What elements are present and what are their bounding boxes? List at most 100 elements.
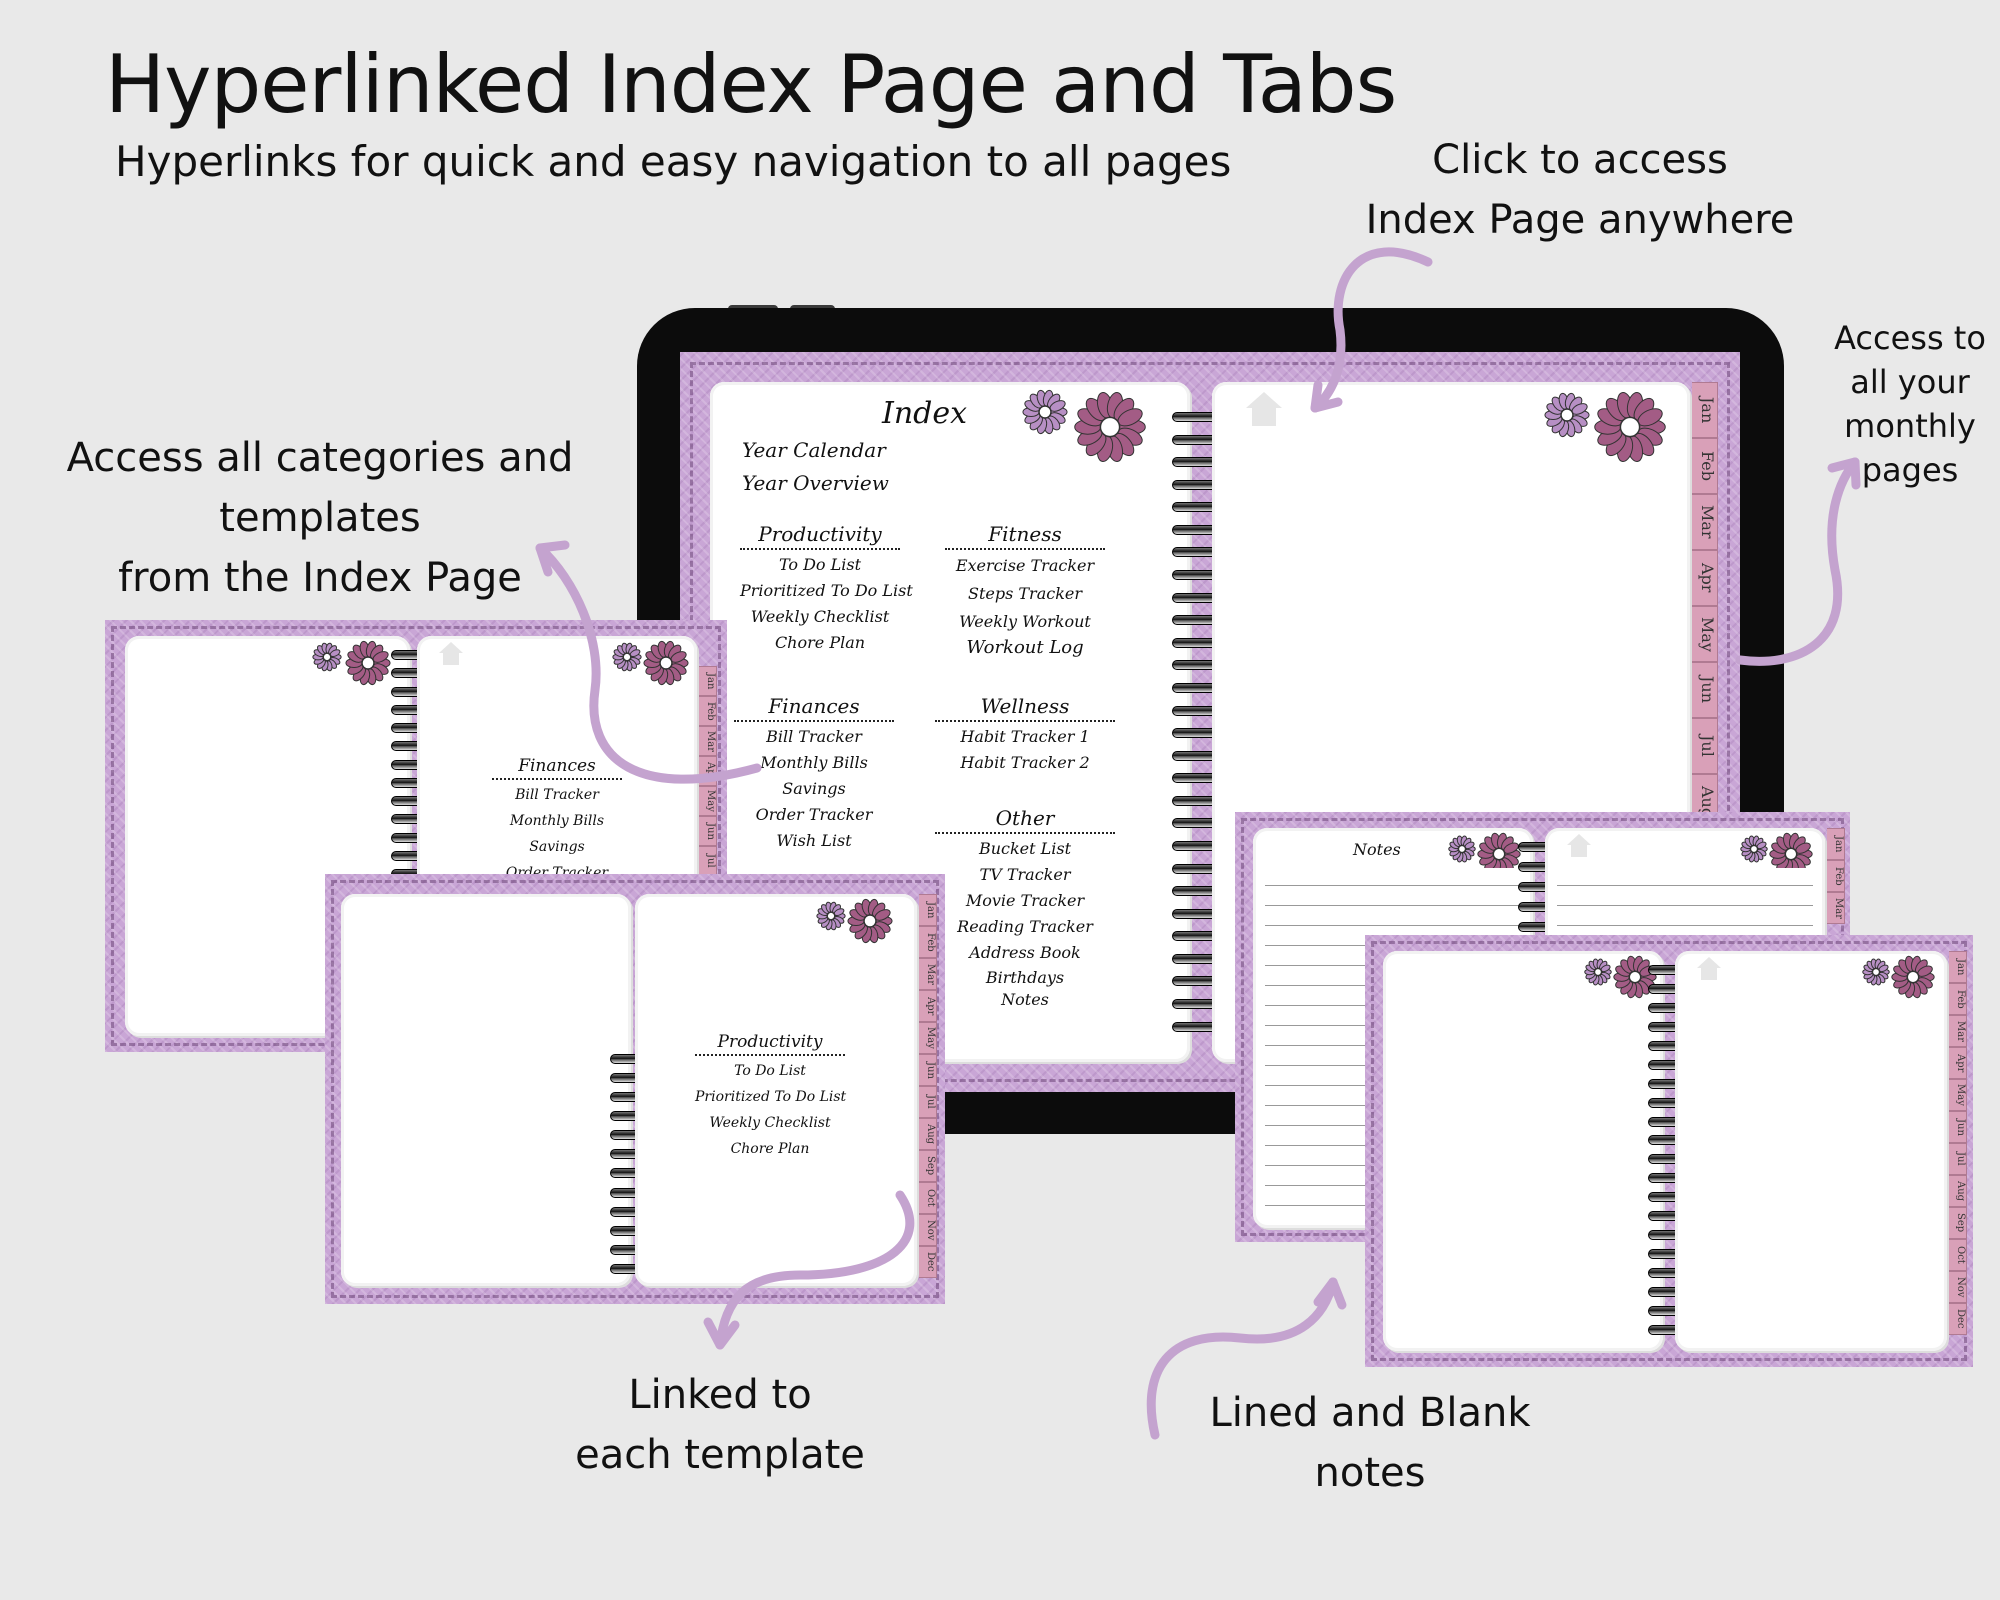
index-link[interactable]: Wish List bbox=[776, 831, 852, 850]
tab-mar[interactable]: Mar bbox=[919, 958, 937, 990]
tab-mar[interactable]: Mar bbox=[1949, 1015, 1967, 1047]
home-icon[interactable] bbox=[1695, 955, 1723, 981]
tab-oct[interactable]: Oct bbox=[1949, 1239, 1967, 1271]
index-title: Index bbox=[882, 396, 968, 431]
tab-feb[interactable]: Feb bbox=[1692, 438, 1718, 494]
index-link[interactable]: Bill Tracker bbox=[515, 787, 599, 803]
flower-large-icon bbox=[847, 898, 893, 944]
productivity-planner: Productivity To Do List Prioritized To D… bbox=[325, 874, 945, 1304]
index-link[interactable]: Workout Log bbox=[966, 637, 1084, 658]
tab-may[interactable]: May bbox=[919, 1022, 937, 1054]
index-link[interactable]: Savings bbox=[529, 839, 585, 855]
arrow bbox=[715, 1190, 915, 1350]
tab-feb[interactable]: Feb bbox=[919, 926, 937, 958]
callout-text: Click to access bbox=[1432, 137, 1728, 183]
tab-jan[interactable]: Jan bbox=[699, 666, 717, 696]
tab-jun[interactable]: Jun bbox=[699, 816, 717, 846]
blank-page bbox=[341, 894, 631, 1286]
index-link[interactable]: Monthly Bills bbox=[760, 753, 868, 772]
index-link-year-overview[interactable]: Year Overview bbox=[742, 471, 889, 495]
flower-small-icon bbox=[612, 642, 642, 672]
tab-jan[interactable]: Jan bbox=[919, 894, 937, 926]
tab-jun[interactable]: Jun bbox=[1692, 662, 1718, 718]
section-heading: Productivity bbox=[740, 522, 900, 550]
tab-aug[interactable]: Aug bbox=[1949, 1175, 1967, 1207]
section-heading: Finances bbox=[734, 694, 894, 722]
index-link[interactable]: Movie Tracker bbox=[965, 891, 1085, 910]
tab-feb[interactable]: Feb bbox=[1949, 983, 1967, 1015]
tab-dec[interactable]: Dec bbox=[919, 1246, 937, 1278]
tab-aug[interactable]: Aug bbox=[919, 1118, 937, 1150]
spiral-binding bbox=[1518, 842, 1558, 932]
tab-jun[interactable]: Jun bbox=[1949, 1111, 1967, 1143]
callout-text: Access to bbox=[1834, 319, 1986, 357]
flower-small-icon bbox=[816, 901, 846, 931]
tab-dec[interactable]: Dec bbox=[1949, 1303, 1967, 1335]
tab-jan[interactable]: Jan bbox=[1692, 382, 1718, 438]
tab-sep[interactable]: Sep bbox=[1949, 1207, 1967, 1239]
tab-jun[interactable]: Jun bbox=[919, 1054, 937, 1086]
tab-jan[interactable]: Jan bbox=[1949, 951, 1967, 983]
index-link[interactable]: Weekly Checklist bbox=[709, 1115, 831, 1131]
index-link[interactable]: Exercise Tracker bbox=[955, 556, 1095, 575]
index-link[interactable]: Bill Tracker bbox=[766, 727, 862, 746]
tab-nov[interactable]: Nov bbox=[1949, 1271, 1967, 1303]
tab-may[interactable]: May bbox=[1949, 1079, 1967, 1111]
tab-nov[interactable]: Nov bbox=[919, 1214, 937, 1246]
callout-text: all your bbox=[1850, 363, 1970, 401]
blank-notes-page bbox=[1383, 951, 1663, 1351]
index-link[interactable]: Chore Plan bbox=[774, 633, 866, 652]
tab-may[interactable]: May bbox=[699, 786, 717, 816]
tab-jul[interactable]: Jul bbox=[919, 1086, 937, 1118]
home-icon[interactable] bbox=[437, 640, 465, 666]
index-link[interactable]: Chore Plan bbox=[730, 1141, 810, 1157]
index-link[interactable]: Notes bbox=[1001, 990, 1049, 1009]
callout-text: Lined and Blank bbox=[1209, 1390, 1531, 1436]
flower-small-icon bbox=[312, 642, 342, 672]
tab-mar[interactable]: Mar bbox=[1827, 892, 1845, 924]
productivity-page: Productivity To Do List Prioritized To D… bbox=[635, 894, 917, 1286]
arrow bbox=[1146, 1277, 1338, 1440]
index-link[interactable]: Habit Tracker 2 bbox=[960, 753, 1090, 772]
home-icon[interactable] bbox=[1242, 388, 1286, 428]
tab-oct[interactable]: Oct bbox=[919, 1182, 937, 1214]
index-link[interactable]: Habit Tracker 1 bbox=[960, 727, 1090, 746]
index-link[interactable]: Steps Tracker bbox=[967, 584, 1083, 603]
tab-may[interactable]: May bbox=[1692, 606, 1718, 662]
tab-apr[interactable]: Apr bbox=[1949, 1047, 1967, 1079]
index-link[interactable]: Birthdays bbox=[985, 968, 1065, 987]
index-link[interactable]: Savings bbox=[782, 779, 846, 798]
tab-jul[interactable]: Jul bbox=[1692, 718, 1718, 774]
index-link[interactable]: Weekly Checklist bbox=[750, 607, 890, 626]
tab-apr[interactable]: Apr bbox=[919, 990, 937, 1022]
index-link[interactable]: To Do List bbox=[778, 555, 862, 574]
index-link[interactable]: Monthly Bills bbox=[509, 813, 605, 829]
index-link[interactable]: Weekly Workout bbox=[959, 612, 1091, 631]
callout-monthly: Access to all your monthly pages bbox=[1820, 316, 2000, 492]
spiral-binding bbox=[610, 1054, 650, 1274]
tab-jul[interactable]: Jul bbox=[1949, 1143, 1967, 1175]
index-link-year-calendar[interactable]: Year Calendar bbox=[742, 438, 886, 462]
notes-title: Notes bbox=[1353, 840, 1401, 859]
index-link[interactable]: Bucket List bbox=[978, 839, 1072, 858]
index-link[interactable]: Address Book bbox=[969, 943, 1081, 962]
tab-sep[interactable]: Sep bbox=[919, 1150, 937, 1182]
callout-index-anywhere: Click to access Index Page anywhere bbox=[1360, 130, 1800, 250]
tab-apr[interactable]: Apr bbox=[1692, 550, 1718, 606]
index-link[interactable]: Prioritized To Do List bbox=[740, 581, 913, 600]
index-link[interactable]: To Do List bbox=[734, 1063, 806, 1079]
index-section-other: Other Bucket List TV Tracker Movie Track… bbox=[935, 806, 1115, 1010]
arrow bbox=[1735, 457, 1860, 666]
home-icon[interactable] bbox=[1565, 832, 1593, 858]
index-link[interactable]: Reading Tracker bbox=[957, 917, 1093, 936]
tab-feb[interactable]: Feb bbox=[1827, 860, 1845, 892]
tab-jan[interactable]: Jan bbox=[1827, 828, 1845, 860]
tab-feb[interactable]: Feb bbox=[699, 696, 717, 726]
flower-small-icon bbox=[1862, 958, 1890, 986]
index-link[interactable]: TV Tracker bbox=[979, 865, 1071, 884]
tab-mar[interactable]: Mar bbox=[1692, 494, 1718, 550]
index-link[interactable]: Prioritized To Do List bbox=[695, 1089, 847, 1105]
index-link[interactable]: Order Tracker bbox=[755, 805, 873, 824]
tab-mar[interactable]: Mar bbox=[699, 726, 717, 756]
